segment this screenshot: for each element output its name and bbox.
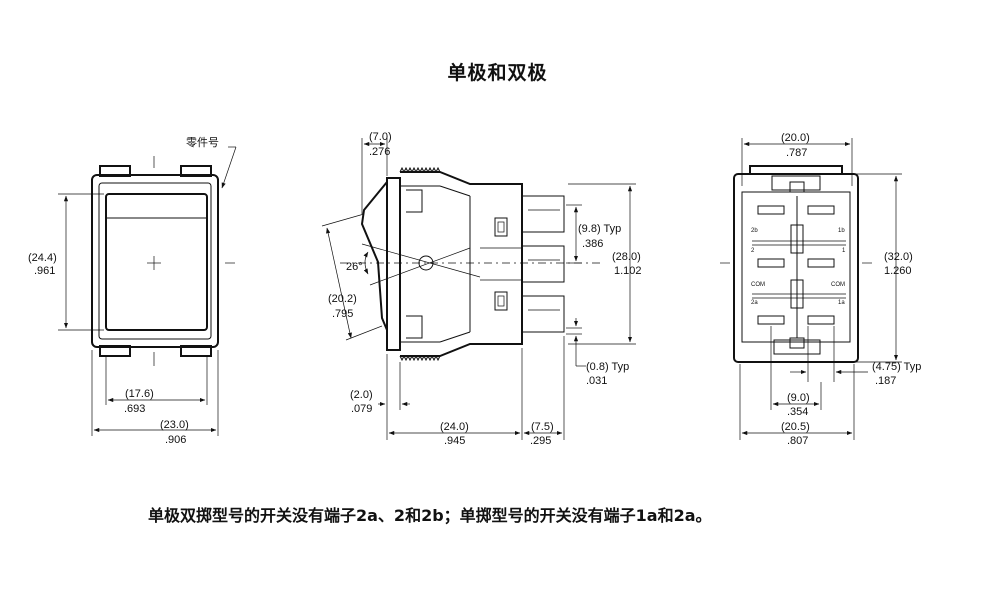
- pivot-metric: (20.2): [328, 293, 357, 305]
- front-height-inch: .961: [34, 265, 55, 277]
- terminal-label-com-left: COM: [751, 282, 765, 288]
- flange-metric: (2.0): [350, 389, 373, 401]
- actuator-dimension: (7.0) .276: [361, 131, 392, 214]
- tilt-angle: 26°: [346, 261, 363, 273]
- back-bottom-width-dimension: (20.5) .807: [739, 364, 855, 447]
- terminal-thickness-dimension: (0.8) Typ .031: [566, 318, 629, 387]
- front-rocker-width-dimension: (17.6) .693: [105, 356, 208, 415]
- terminal-label-2b: 2b: [751, 228, 758, 234]
- back-height-metric: (32.0): [884, 251, 913, 263]
- back-bottom-width-metric: (20.5): [781, 421, 810, 433]
- terminal-length-inch: .295: [530, 435, 551, 447]
- terminal-spacing-dimension: (9.8) Typ .386: [566, 204, 621, 264]
- front-view: 零件号 (24.4) .961 (17.6) .693 (23.0) .906: [28, 136, 237, 446]
- actuator-inch: .276: [369, 146, 390, 158]
- terminal-thickness-inch: .031: [586, 375, 607, 387]
- depth-dimension: (24.0) .945: [388, 348, 523, 447]
- terminal-width-inch: .187: [875, 375, 896, 387]
- terminal-width-metric: (4.75) Typ: [872, 361, 921, 373]
- terminal-length-dimension: (7.5) .295: [523, 336, 565, 447]
- side-height-metric: (28.0): [612, 251, 641, 263]
- terminal-length-metric: (7.5): [531, 421, 554, 433]
- terminal-label-2a: 2a: [751, 300, 758, 306]
- terminal-label-2: 2: [751, 248, 755, 254]
- terminal-thickness-metric: (0.8) Typ: [586, 361, 629, 373]
- terminal-label-1a: 1a: [838, 300, 845, 306]
- flange-dimension: (2.0) .079: [350, 354, 410, 440]
- back-terminal-width-dimension: (4.75) Typ .187: [790, 326, 921, 387]
- back-height-inch: 1.260: [884, 265, 912, 277]
- back-bottom-width-inch: .807: [787, 435, 808, 447]
- front-housing: [91, 165, 219, 357]
- overall-width-inch: .906: [165, 434, 186, 446]
- pivot-inch: .795: [332, 308, 353, 320]
- front-height-dimension: (24.4) .961: [28, 193, 104, 331]
- side-height-inch: 1.102: [614, 265, 642, 277]
- terminal-pitch-inch: .354: [787, 406, 808, 418]
- terminal-spacing-metric: (9.8) Typ: [578, 223, 621, 235]
- terminal-label-com-right: COM: [831, 282, 845, 288]
- terminal-spacing-inch: .386: [582, 238, 603, 250]
- terminal-slots: [752, 205, 846, 325]
- back-height-dimension: (32.0) 1.260: [850, 173, 913, 363]
- rocker-width-metric: (17.6): [125, 388, 154, 400]
- side-body: [386, 166, 565, 362]
- footnote: 单极双掷型号的开关没有端子2a、2和2b；单掷型号的开关没有端子1a和2a。: [148, 506, 712, 525]
- part-number-label: 零件号: [186, 136, 219, 149]
- overall-width-metric: (23.0): [160, 419, 189, 431]
- terminal-label-1b: 1b: [838, 228, 845, 234]
- side-rocker-actuator: [360, 181, 388, 331]
- front-height-metric: (24.4): [28, 252, 57, 264]
- depth-metric: (24.0): [440, 421, 469, 433]
- pivot-radius-dimension: (20.2) .795: [321, 213, 383, 341]
- rocker-width-inch: .693: [124, 403, 145, 415]
- back-terminal-pitch-dimension: (9.0) .354: [770, 326, 822, 418]
- back-top-width-inch: .787: [786, 147, 807, 159]
- side-height-dimension: (28.0) 1.102: [568, 183, 642, 345]
- actuator-metric: (7.0): [369, 131, 392, 143]
- terminal-labels: 2b 1b 2 1 COM COM 2a 1a: [751, 228, 846, 306]
- side-view: 26° (7.0) .276 (20.2) .795 (9.8) Typ .38…: [321, 131, 642, 447]
- back-housing: [720, 165, 872, 363]
- terminal-pitch-metric: (9.0): [787, 392, 810, 404]
- back-top-width-metric: (20.0): [781, 132, 810, 144]
- front-overall-width-dimension: (23.0) .906: [91, 350, 219, 446]
- back-top-width-dimension: (20.0) .787: [741, 132, 853, 186]
- diagram-title: 单极和双极: [447, 62, 548, 84]
- terminal-label-1: 1: [842, 248, 846, 254]
- flange-inch: .079: [351, 403, 372, 415]
- part-number-callout: 零件号: [186, 136, 237, 189]
- back-view: 2b 1b 2 1 COM COM 2a 1a (20.0) .787 (32.…: [720, 132, 921, 447]
- depth-inch: .945: [444, 435, 465, 447]
- front-rocker: [105, 156, 235, 366]
